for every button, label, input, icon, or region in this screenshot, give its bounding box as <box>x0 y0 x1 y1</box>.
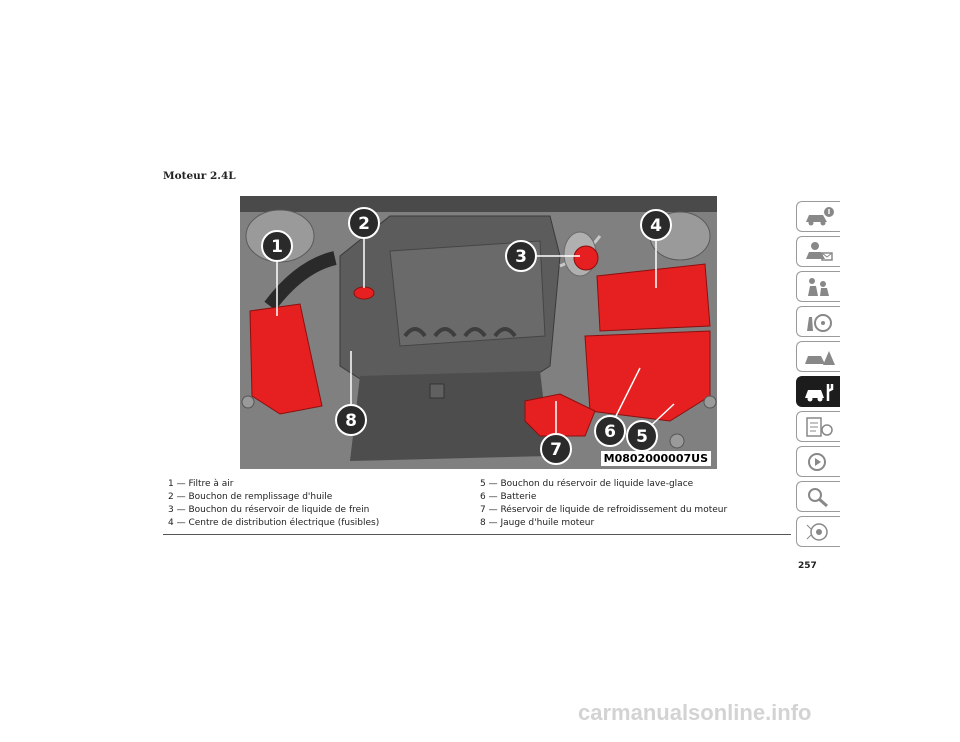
car-service-icon <box>805 384 834 402</box>
legend-right-column: 5 — Bouchon du réservoir de liquide lave… <box>480 478 727 530</box>
chapter-tabs <box>796 201 842 551</box>
tab-search-index[interactable] <box>796 481 840 512</box>
figure-code: M0802000007US <box>600 451 711 466</box>
tab-car-service[interactable] <box>796 376 840 407</box>
engine-bay-illustration: 1 2 3 4 5 6 7 8 <box>240 196 717 469</box>
car-info-icon <box>806 207 834 226</box>
callout-3: 3 <box>515 247 527 267</box>
tab-language[interactable] <box>796 516 840 547</box>
callout-1: 1 <box>271 237 283 257</box>
legend-item: 6 — Batterie <box>480 492 537 502</box>
seat-safety-icon <box>808 278 829 296</box>
page-number: 257 <box>798 561 817 571</box>
callout-markers <box>261 207 672 465</box>
tab-car-key[interactable] <box>796 236 840 267</box>
legend-item: 3 — Bouchon du réservoir de liquide de f… <box>168 505 370 515</box>
figure-legend: 1 — Filtre à air 2 — Bouchon de rempliss… <box>168 478 790 534</box>
maintenance-list-icon <box>806 417 833 437</box>
steering-wheel-icon <box>807 314 832 332</box>
legend-item: 5 — Bouchon du réservoir de liquide lave… <box>480 479 694 489</box>
highlighted-components <box>249 245 711 437</box>
legend-left-column: 1 — Filtre à air 2 — Bouchon de rempliss… <box>168 478 379 530</box>
car-key-icon <box>806 242 833 261</box>
watermark: carmanualsonline.info <box>578 700 812 725</box>
section-title: Moteur 2.4L <box>163 170 236 182</box>
callout-6: 6 <box>604 422 616 442</box>
tab-media[interactable] <box>796 446 840 477</box>
tab-steering-wheel[interactable] <box>796 306 840 337</box>
callout-2: 2 <box>358 214 370 234</box>
search-index-icon <box>808 488 828 508</box>
legend-item: 8 — Jauge d'huile moteur <box>480 518 595 528</box>
callout-8: 8 <box>345 411 357 431</box>
legend-divider <box>163 534 791 535</box>
engine-bay-photo: 1 2 3 4 5 6 7 8 M0802000007US <box>240 196 717 469</box>
legend-item: 4 — Centre de distribution électrique (f… <box>168 518 380 528</box>
language-icon <box>806 523 828 541</box>
callout-7: 7 <box>550 440 562 460</box>
legend-item: 1 — Filtre à air <box>168 479 234 489</box>
tab-seat-safety[interactable] <box>796 271 840 302</box>
callout-4: 4 <box>650 216 662 236</box>
callout-5: 5 <box>636 427 648 447</box>
legend-item: 7 — Réservoir de liquide de refroidissem… <box>480 505 728 515</box>
media-icon <box>808 453 826 471</box>
tab-warning-car[interactable] <box>796 341 840 372</box>
tab-car-info[interactable] <box>796 201 840 232</box>
tab-maintenance-list[interactable] <box>796 411 840 442</box>
warning-car-icon <box>805 351 835 365</box>
legend-item: 2 — Bouchon de remplissage d'huile <box>168 492 333 502</box>
